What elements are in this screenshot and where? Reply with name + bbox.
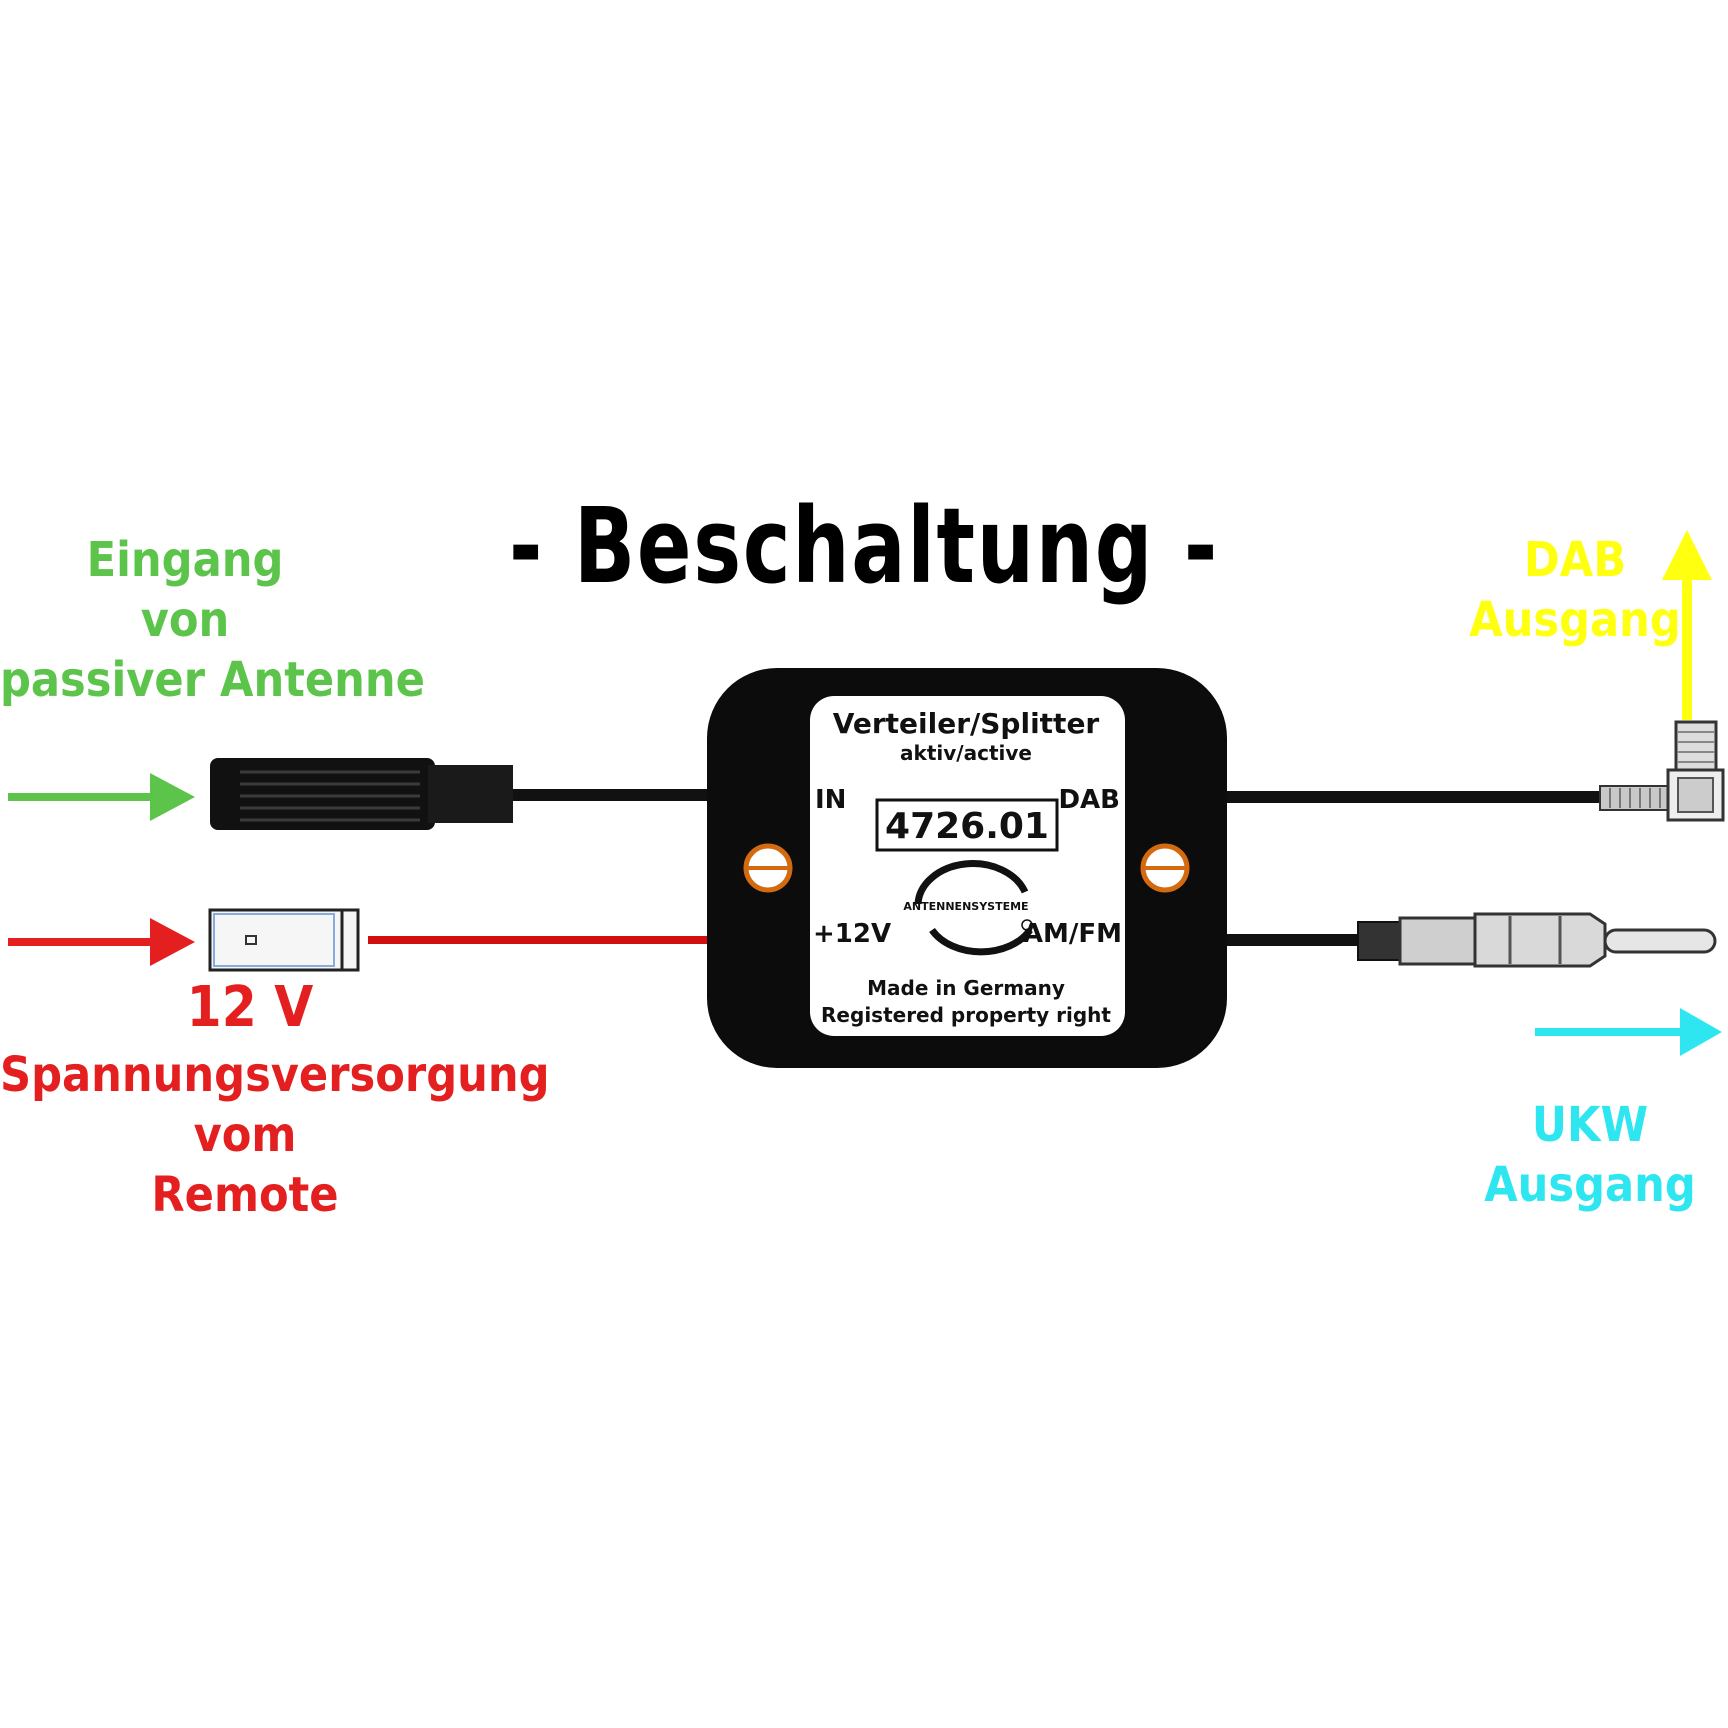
power-label-line-3: Remote bbox=[151, 1167, 339, 1223]
page-title: - Beschaltung - bbox=[509, 485, 1219, 607]
dab-label-line-1: DAB bbox=[1523, 532, 1627, 588]
input-label: Eingang von passiver Antenne bbox=[0, 530, 425, 710]
mount-hole-right bbox=[1140, 843, 1190, 893]
power-arrow bbox=[8, 918, 195, 966]
dab-output-label: DAB Ausgang bbox=[1460, 530, 1690, 650]
mount-hole-left bbox=[743, 843, 793, 893]
device-name: Verteiler/Splitter bbox=[833, 707, 1100, 740]
dab-connector bbox=[1599, 720, 1725, 822]
input-label-line-3: passiver Antenne bbox=[0, 652, 425, 708]
port-power-label: +12V bbox=[813, 919, 891, 949]
port-dab-label: DAB bbox=[1058, 785, 1120, 815]
splitter-box: Verteiler/Splitter aktiv/active IN DAB 4… bbox=[707, 668, 1227, 1068]
amfm-connector bbox=[1357, 912, 1717, 968]
power-connector bbox=[208, 908, 360, 972]
port-amfm-label: AM/FM bbox=[1023, 919, 1122, 949]
brand-logo bbox=[914, 860, 1033, 956]
ukw-label-line-1: UKW bbox=[1531, 1097, 1649, 1153]
dab-label-line-2: Ausgang bbox=[1469, 592, 1681, 648]
ukw-output-label: UKW Ausgang bbox=[1470, 1095, 1710, 1215]
footer-property: Registered property right bbox=[821, 1003, 1111, 1027]
input-label-line-1: Eingang bbox=[86, 532, 284, 588]
model-number: 4726.01 bbox=[885, 806, 1049, 847]
input-arrow bbox=[8, 773, 195, 821]
dab-arrow bbox=[1662, 530, 1712, 720]
input-label-line-2: von bbox=[140, 592, 230, 648]
device-subtitle: aktiv/active bbox=[900, 741, 1032, 765]
footer-made-in: Made in Germany bbox=[867, 976, 1065, 1000]
power-label-line-1: Spannungsversorgung bbox=[0, 1047, 550, 1103]
input-connector bbox=[210, 758, 513, 830]
brand-name: ANTENNENSYSTEME bbox=[903, 900, 1028, 913]
power-voltage-label: 12 V bbox=[186, 975, 314, 1040]
ukw-arrow bbox=[1535, 1008, 1722, 1056]
port-in-label: IN bbox=[815, 785, 846, 815]
power-label-line-2: vom bbox=[193, 1107, 297, 1163]
power-label: Spannungsversorgung vom Remote bbox=[0, 1045, 550, 1225]
ukw-label-line-2: Ausgang bbox=[1484, 1157, 1696, 1213]
